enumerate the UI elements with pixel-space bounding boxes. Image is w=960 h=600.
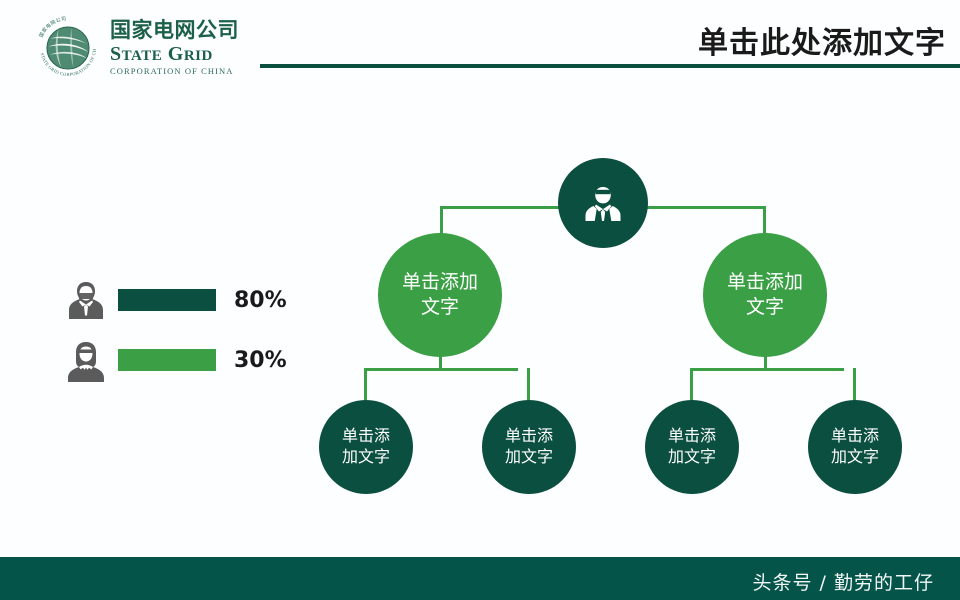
connector-right-child1-drop — [690, 368, 693, 402]
legend-row-female: 30% — [66, 336, 296, 384]
org-node-leaf-2-label: 单击添加文字 — [504, 426, 553, 466]
org-node-leaf-1[interactable]: 单击添加文字 — [319, 400, 413, 494]
org-node-leaf-3[interactable]: 单击添加文字 — [645, 400, 739, 494]
connector-right-stem — [764, 355, 767, 371]
footer-credit: 头条号 / 勤劳的工仔 — [752, 572, 934, 594]
connector-top-left-drop — [440, 206, 443, 236]
connector-right-child2-drop — [853, 368, 856, 402]
connector-left-child2-drop — [527, 368, 530, 402]
org-node-leaf-4[interactable]: 单击添加文字 — [808, 400, 902, 494]
businesswoman-icon — [68, 342, 104, 382]
legend-percent-female: 30% — [234, 347, 287, 373]
org-node-leaf-1-label: 单击添加文字 — [341, 426, 390, 466]
legend-bar-male — [118, 289, 216, 311]
org-node-root[interactable] — [558, 158, 648, 248]
org-node-leaf-2[interactable]: 单击添加文字 — [482, 400, 576, 494]
org-node-mid-1[interactable]: 单击添加文字 — [378, 233, 502, 357]
org-node-leaf-3-label: 单击添加文字 — [667, 426, 716, 466]
footer-band — [0, 557, 960, 600]
legend-row-male: 80% — [66, 276, 296, 324]
state-grid-globe-logo-icon: 国家电网公司 STATE GRID CORPORATION OF CHINA — [34, 14, 97, 77]
brand-name-cn: 国家电网公司 — [110, 18, 239, 43]
brand-name-en-grid-rest: RID — [183, 48, 213, 65]
brand-name-en-state-rest: TATE — [121, 48, 163, 65]
org-node-mid-2-label: 单击添加文字 — [726, 270, 803, 318]
brand-logo: 国家电网公司 STATE GRID CORPORATION OF CHINA 国… — [34, 12, 264, 84]
brand-name-en-sub: CORPORATION OF CHINA — [110, 66, 234, 77]
businessman-avatar-icon — [585, 187, 621, 221]
legend-bar-female — [118, 349, 216, 371]
legend-percent-male: 80% — [234, 287, 287, 313]
page-title: 单击此处添加文字 — [698, 26, 946, 61]
brand-name-en: STATE GRID — [110, 44, 239, 64]
org-node-leaf-4-label: 单击添加文字 — [830, 426, 879, 466]
brand-name-en-grid-cap: G — [167, 43, 184, 66]
connector-left-child1-drop — [364, 368, 367, 402]
connector-right-horizontal — [690, 368, 844, 371]
connector-top-right-drop — [763, 206, 766, 236]
connector-left-stem — [439, 355, 442, 371]
businessman-icon — [69, 282, 103, 319]
brand-name-en-state-cap: S — [110, 43, 122, 66]
title-divider-rule — [260, 64, 960, 68]
connector-left-horizontal — [364, 368, 518, 371]
brand-logo-text: 国家电网公司 STATE GRID CORPORATION OF CHINA — [110, 20, 239, 76]
org-node-mid-2[interactable]: 单击添加文字 — [703, 233, 827, 357]
org-node-mid-1-label: 单击添加文字 — [401, 270, 478, 318]
legend-panel: 80% 30% — [66, 276, 296, 394]
